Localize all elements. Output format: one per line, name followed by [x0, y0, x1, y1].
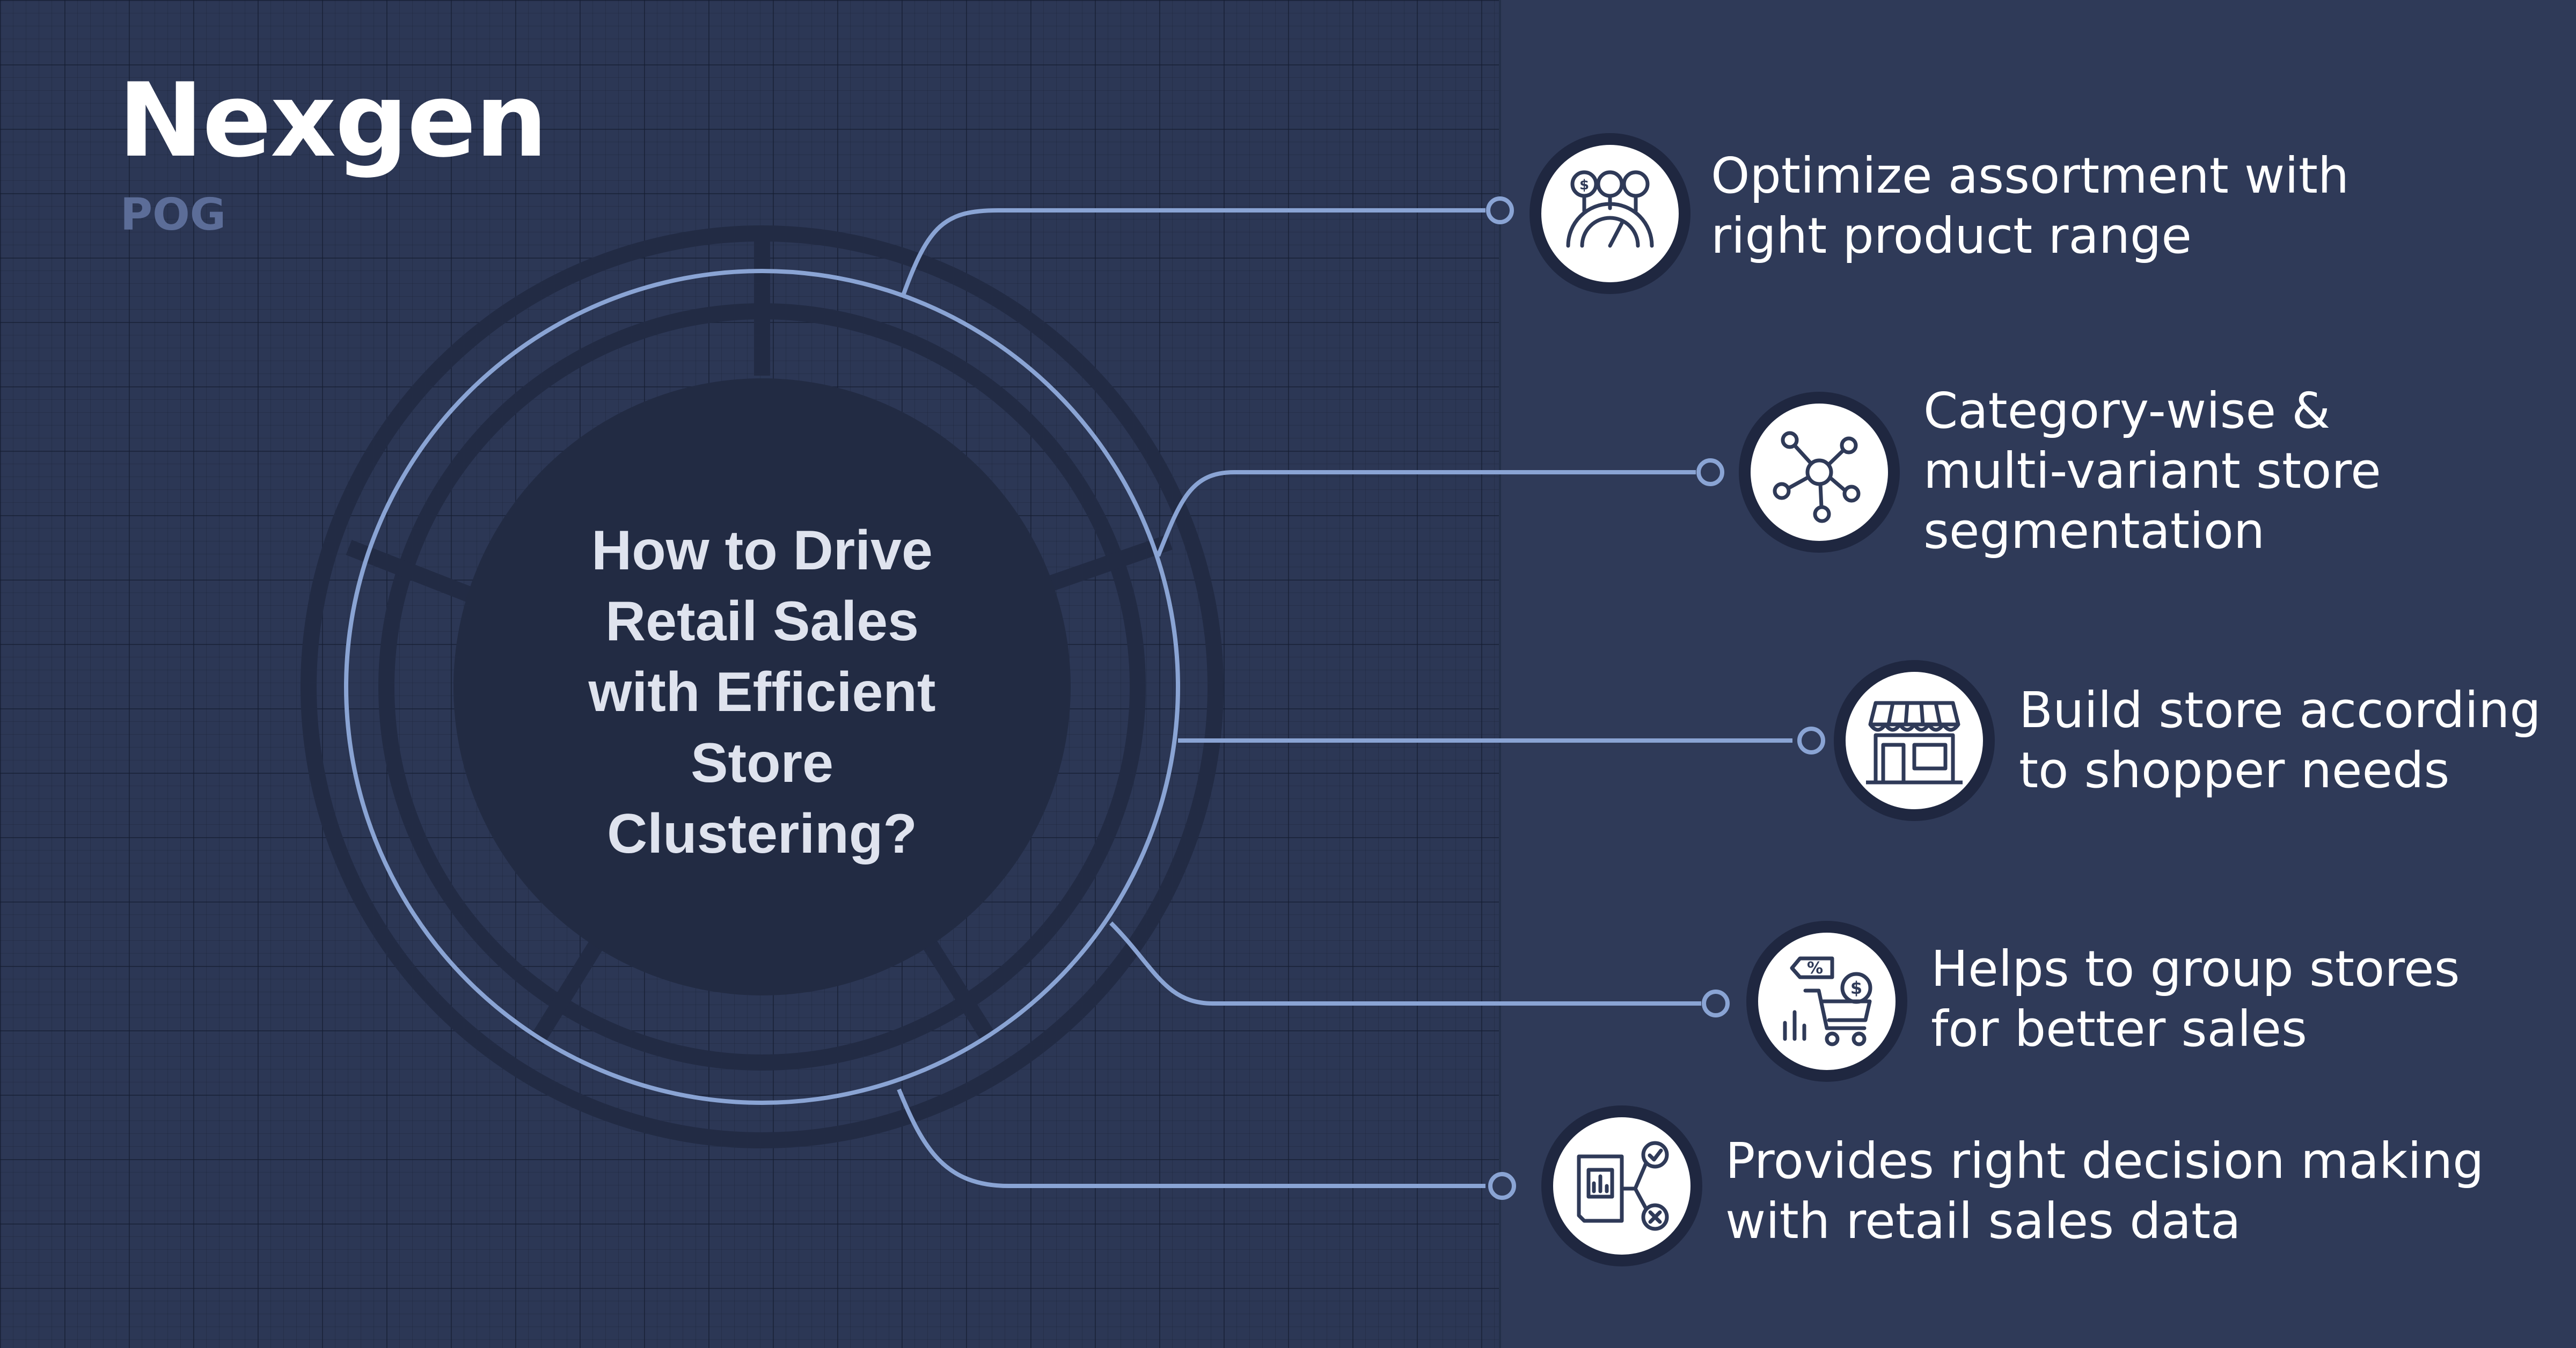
feature-label-5: Provides right decision making with reta… — [1725, 1131, 2484, 1251]
ring-spoke-bottom-right — [916, 929, 994, 1041]
feature-label-2: Category-wise & multi-variant store segm… — [1923, 381, 2381, 561]
connector-1 — [901, 208, 1485, 296]
center-disc — [453, 378, 1071, 995]
center-line-2: Retail Sales — [605, 590, 919, 653]
feature-1-line-1: Optimize assortment with — [1711, 147, 2350, 204]
feature-1-line-2: right product range — [1711, 207, 2192, 265]
brand-product-label: POG — [120, 189, 226, 240]
ring-spoke-bottom-left — [530, 924, 613, 1045]
connectors — [897, 208, 1792, 1188]
center-question: How to Drive Retail Sales with Efficient… — [504, 515, 1020, 869]
gauge-dollar-icon: $ — [1529, 133, 1690, 294]
connector-dots — [1486, 196, 1825, 1200]
svg-text:$: $ — [1579, 177, 1589, 193]
connector-dot-3 — [1797, 727, 1825, 754]
feature-3-line-2: to shopper needs — [2019, 742, 2450, 799]
center-line-1: How to Drive — [591, 519, 933, 582]
center-line-5: Clustering? — [607, 803, 917, 865]
feature-4-line-1: Helps to group stores — [1931, 940, 2460, 998]
feature-label-3: Build store according to shopper needs — [2019, 680, 2541, 801]
background-rings — [301, 225, 1224, 1148]
feature-label-4: Helps to group stores for better sales — [1931, 939, 2460, 1059]
feature-label-1: Optimize assortment with right product r… — [1711, 146, 2349, 266]
feature-2-line-2: multi-variant store — [1923, 442, 2381, 500]
connector-4 — [1109, 921, 1701, 1006]
main-outline-ring — [344, 269, 1180, 1105]
connector-5 — [897, 1088, 1485, 1188]
svg-text:%: % — [1807, 959, 1823, 978]
grid-panel-edge — [1499, 0, 1501, 1348]
center-line-4: Store — [691, 732, 833, 794]
ring-spoke-right — [1044, 534, 1173, 593]
cart-discount-icon: % $ — [1746, 921, 1907, 1082]
feature-3-line-1: Build store according — [2019, 682, 2541, 739]
connector-dot-5 — [1488, 1172, 1516, 1200]
feature-5-line-2: with retail sales data — [1725, 1192, 2241, 1250]
storefront-icon — [1834, 660, 1995, 821]
feature-2-line-1: Category-wise & — [1923, 382, 2331, 439]
feature-5-line-1: Provides right decision making — [1725, 1132, 2484, 1190]
svg-text:$: $ — [1850, 978, 1862, 998]
connector-dot-1 — [1486, 196, 1514, 224]
connector-dot-4 — [1702, 990, 1730, 1017]
connector-dot-2 — [1696, 458, 1724, 486]
report-decision-icon — [1541, 1105, 1702, 1266]
feature-4-line-2: for better sales — [1931, 1000, 2307, 1058]
brand-logo-text: Nexgen — [118, 61, 548, 180]
center-line-3: with Efficient — [588, 661, 936, 723]
icon-badges: $ — [1529, 133, 1995, 1266]
connector-2 — [1156, 470, 1696, 557]
feature-2-line-3: segmentation — [1923, 502, 2265, 560]
network-nodes-icon — [1739, 392, 1900, 553]
